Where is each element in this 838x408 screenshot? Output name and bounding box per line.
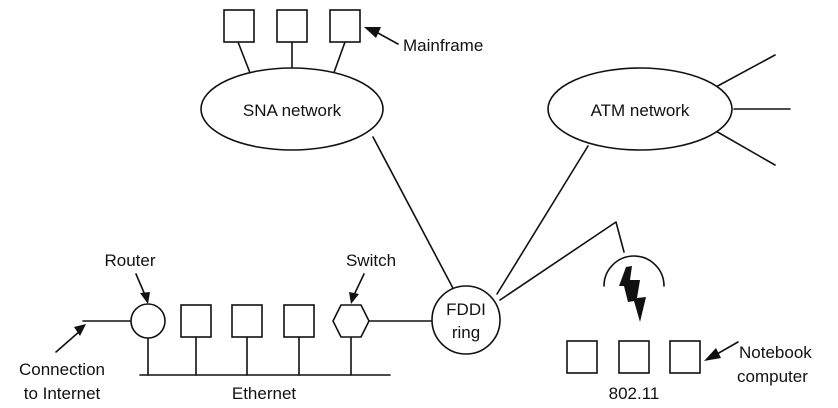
notebook-arrow-icon [704, 348, 721, 361]
ethernet-host-1 [180, 304, 212, 338]
atm-spoke-3 [713, 129, 776, 166]
fddi-label-line-1: FDDI [446, 300, 486, 319]
notebook-3 [669, 340, 701, 374]
connection-label-line-1: Connection [19, 360, 105, 379]
sna-network-label: SNA network [243, 101, 342, 120]
wireless-standard-label: 802.11 [609, 384, 660, 403]
mainframe-box-1 [223, 9, 255, 43]
notebook-1 [566, 340, 598, 374]
mainframe-arrow-icon [364, 27, 381, 38]
mainframe-box-2 [276, 9, 308, 43]
router-arrow-icon [140, 292, 150, 304]
router-label: Router [104, 251, 155, 270]
notebook-label-line-1: Notebook [739, 343, 812, 362]
atm-network-cloud [547, 67, 733, 151]
sna-network-cloud [200, 67, 384, 151]
switch-node [332, 304, 370, 338]
internet-connection-group: Connection to Internet [19, 324, 105, 403]
wireless-group: Notebook computer 802.11 [566, 255, 812, 403]
ethernet-group: Router Switch Ethernet [82, 251, 433, 403]
switch-pointer-line [353, 273, 365, 296]
atm-network-group: ATM network [547, 54, 791, 166]
switch-label: Switch [346, 251, 396, 270]
atm-fddi-link [496, 145, 589, 295]
fddi-label-line-2: ring [452, 323, 480, 342]
sna-fddi-link [372, 136, 456, 293]
mainframe-pointer-line [377, 32, 399, 45]
wireless-antenna-link [499, 221, 625, 301]
fddi-ring-node [431, 285, 501, 355]
mainframe-group: Mainframe [223, 9, 483, 79]
mainframe-label: Mainframe [403, 36, 483, 55]
fddi-ring-group: FDDI ring [431, 285, 501, 355]
atm-network-label: ATM network [591, 101, 690, 120]
connection-arrow-icon [74, 324, 86, 336]
ethernet-host-2 [231, 304, 263, 338]
notebook-2 [618, 340, 650, 374]
notebook-label-line-2: computer [737, 367, 808, 386]
lightning-bolt-icon [619, 266, 646, 322]
ethernet-label: Ethernet [232, 384, 297, 403]
connection-label-line-2: to Internet [24, 384, 101, 403]
switch-arrow-icon [349, 292, 359, 304]
atm-spoke-1 [713, 54, 776, 89]
ethernet-host-3 [283, 304, 315, 338]
router-node [130, 303, 166, 339]
sna-network-group: SNA network [200, 67, 384, 151]
antenna-dish [603, 255, 665, 287]
connection-pointer-line [55, 330, 81, 353]
mainframe-box-3 [329, 9, 361, 43]
notebook-pointer-line [716, 341, 739, 355]
router-pointer-line [135, 273, 146, 296]
